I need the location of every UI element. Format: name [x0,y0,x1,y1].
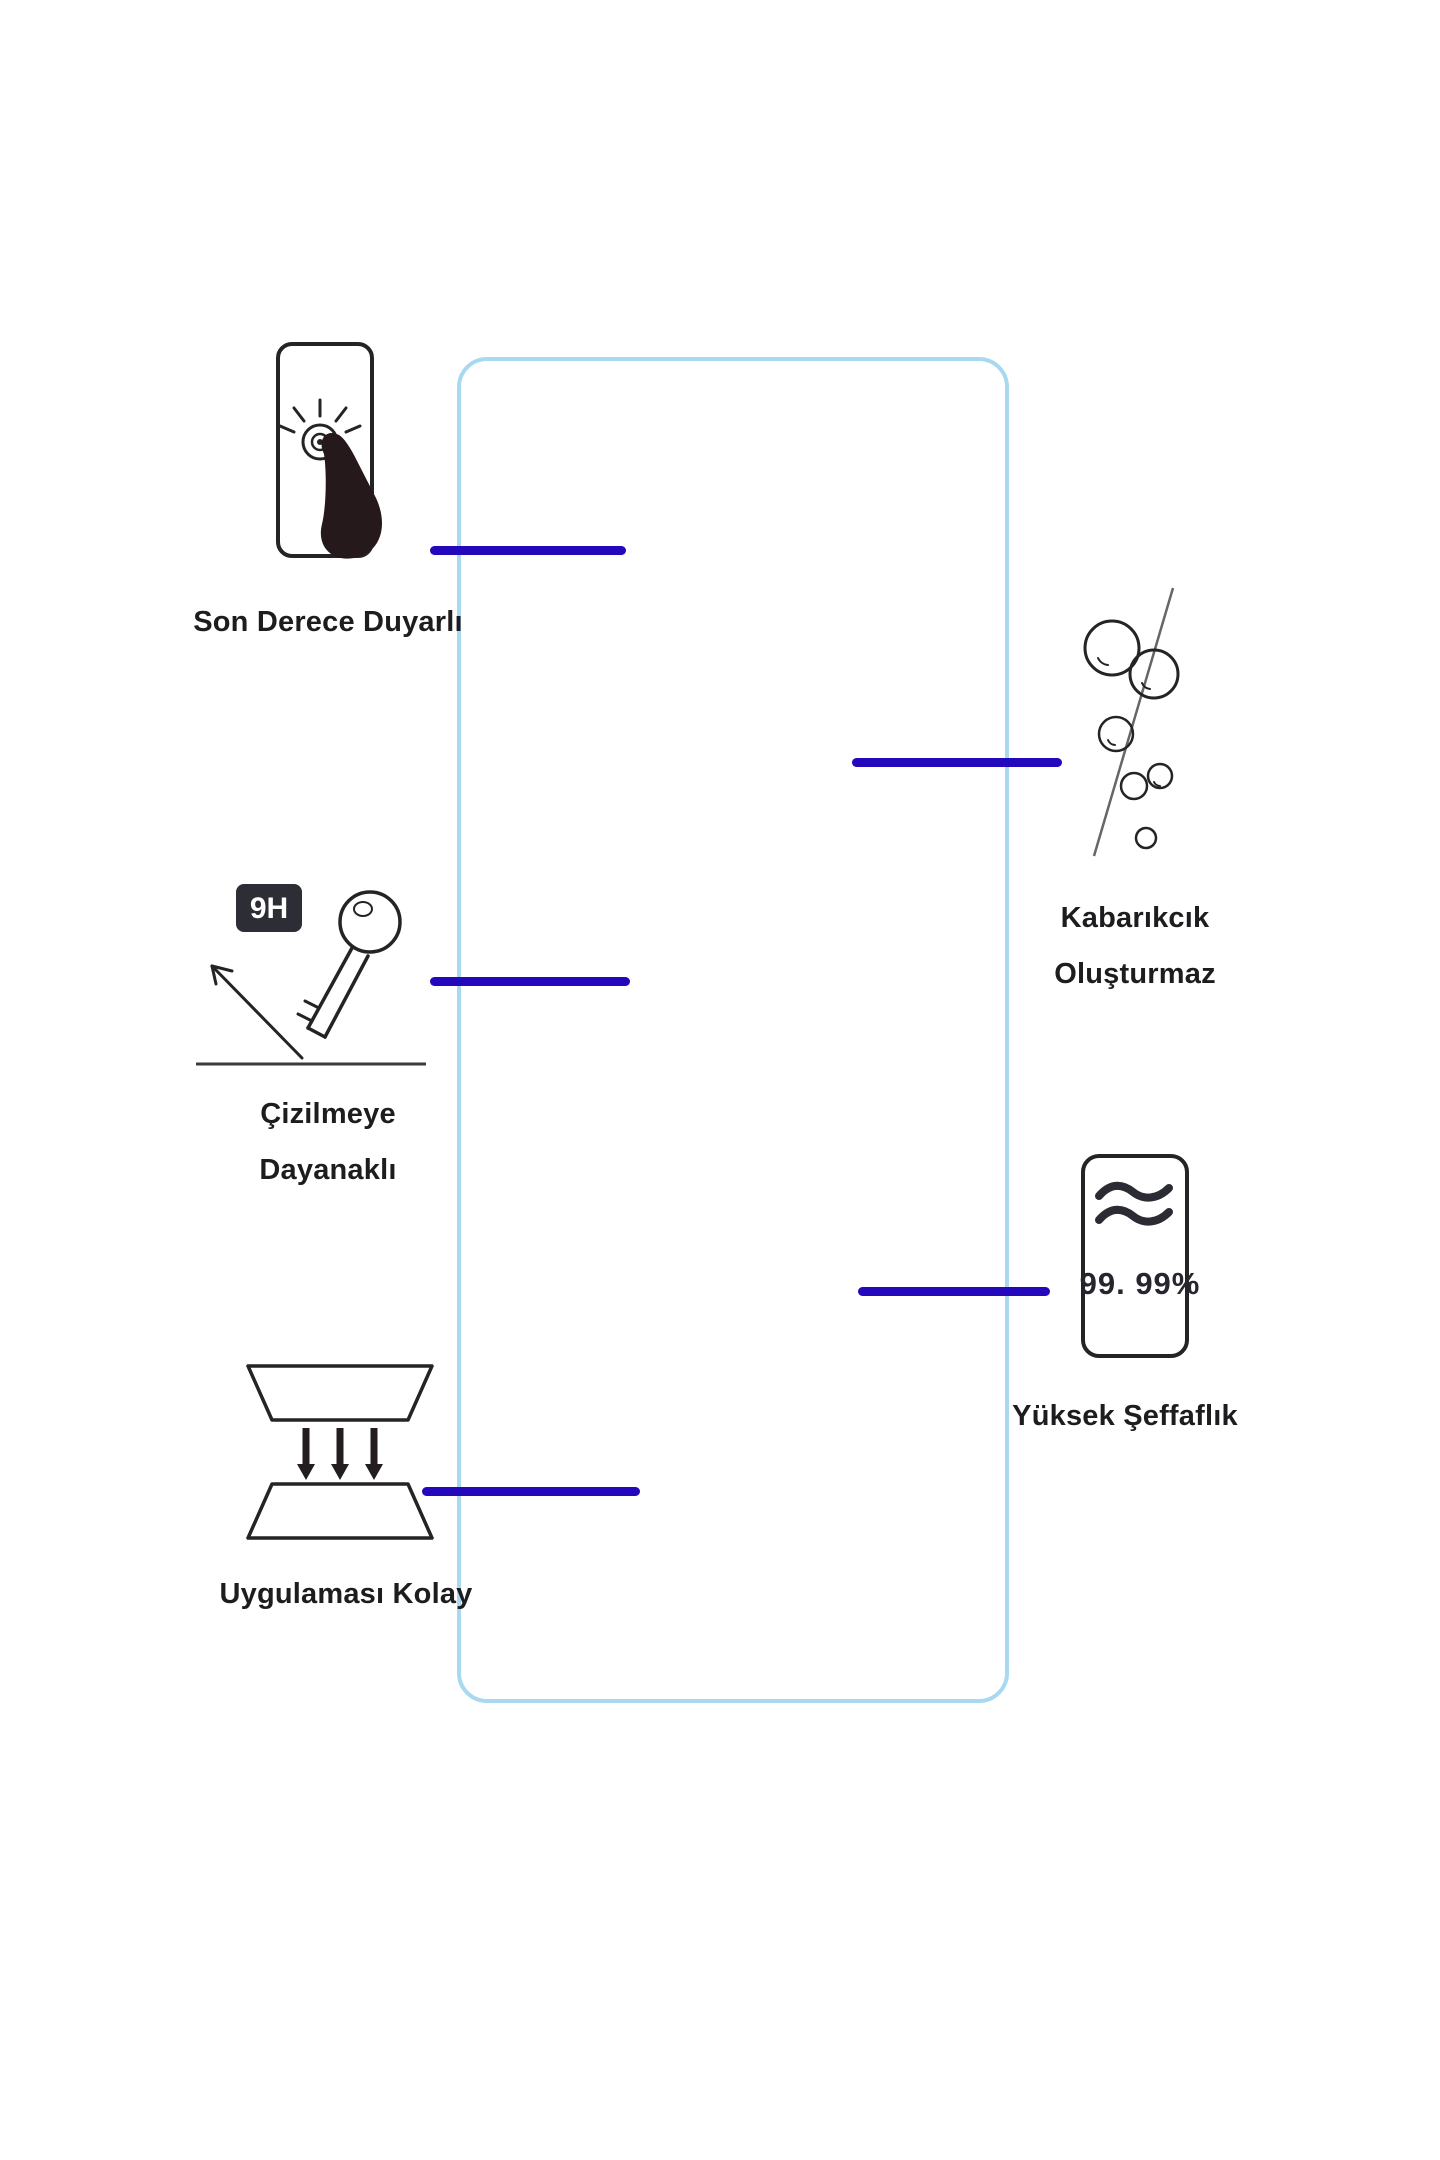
label-scratch-line1: Çizilmeye [260,1098,396,1130]
label-scratch: Çizilmeye Dayanaklı [200,1086,456,1198]
label-easy: Uygulaması Kolay [219,1578,473,1610]
connector-line-scratch [430,977,630,986]
connector-line-sensitive [430,546,626,555]
label-transparency: Yüksek Şeffaflık [1012,1400,1238,1432]
label-sensitive: Son Derece Duyarlı [193,606,463,638]
connector-line-easy [422,1487,640,1496]
touch-finger-icon [272,340,404,588]
connector-line-transparency [858,1287,1050,1296]
key-scratch-icon: 9H [182,868,434,1080]
hardness-badge: 9H [250,892,288,925]
label-bubbles: Kabarıkcık Oluşturmaz [1000,890,1270,1002]
clarity-icon [1065,1150,1205,1370]
label-bubbles-line1: Kabarıkcık [1060,902,1210,934]
label-scratch-line2: Dayanaklı [259,1154,397,1186]
label-bubbles-line2: Oluşturmaz [1054,958,1216,990]
screen-protector-outline [457,357,1009,1703]
apply-layers-icon [224,1360,456,1562]
transparency-value: 99. 99% [1079,1266,1201,1301]
connector-line-bubbles [852,758,1062,767]
no-bubbles-icon [1070,586,1230,858]
